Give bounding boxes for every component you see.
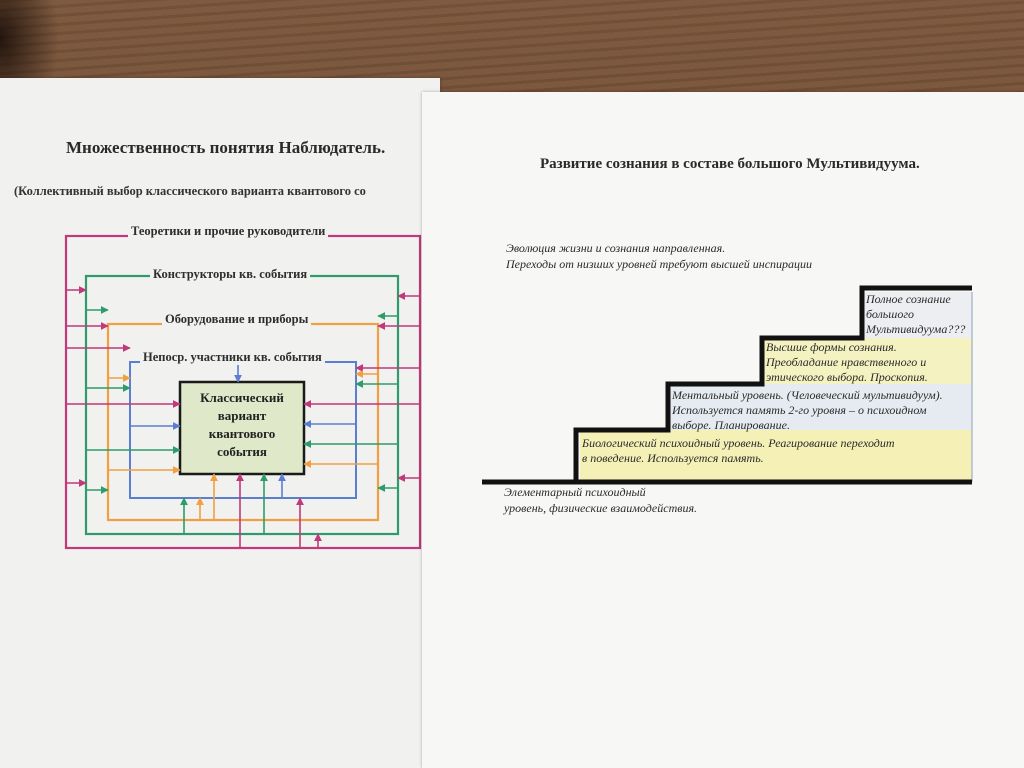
step-text-2: Ментальный уровень. (Человеческий мульти… [672, 388, 943, 432]
right-paper-sheet: Развитие сознания в составе большого Мул… [422, 92, 1024, 768]
staircase-diagram [482, 285, 973, 485]
core-line-3: квантового [209, 426, 275, 441]
core-box [178, 380, 306, 476]
step-highlight-3 [762, 338, 972, 384]
left-sheet-subtitle: (Коллективный выбор классического вариан… [14, 184, 366, 198]
core-line-1: Классический [200, 390, 284, 405]
step-text-3: Высшие формы сознания. Преобладание нрав… [766, 340, 928, 384]
right-arrows [303, 292, 420, 492]
layer-label-theorists: Теоретики и прочие руководители [128, 224, 329, 239]
nested-observer-diagram: Классический вариант квантового события [64, 234, 422, 550]
step-highlight-1 [580, 430, 972, 482]
step-text-1: Биологический психоидный уровень. Реагир… [582, 436, 895, 465]
step-highlight-2 [670, 384, 972, 430]
layer-label-equipment: Оборудование и приборы [162, 312, 312, 327]
bottom-arrows [180, 473, 322, 548]
left-arrows [66, 286, 181, 494]
step-text-4: Полное сознание большого Мультивидуума??… [866, 292, 966, 336]
layer-label-participants: Непоср. участники кв. события [140, 350, 325, 365]
intro-line-2: Переходы от низших уровней требуют высше… [506, 257, 813, 271]
ground-label-line-1: Элементарный психоидный [504, 485, 646, 499]
layer-label-designers: Конструкторы кв. события [150, 267, 311, 282]
left-sheet-title: Множественность понятия Наблюдатель. [66, 138, 386, 157]
ground-label-line-2: уровень, физические взаимодействия. [504, 501, 698, 515]
right-sheet-title: Развитие сознания в составе большого Мул… [540, 156, 920, 172]
left-paper-sheet: Множественность понятия Наблюдатель. (Ко… [0, 78, 440, 768]
core-line-2: вариант [218, 408, 267, 423]
step-highlight-4 [862, 292, 972, 338]
intro-line-1: Эволюция жизни и сознания направленная. [506, 241, 726, 255]
core-line-4: события [217, 444, 267, 459]
stair-outline [482, 285, 972, 485]
